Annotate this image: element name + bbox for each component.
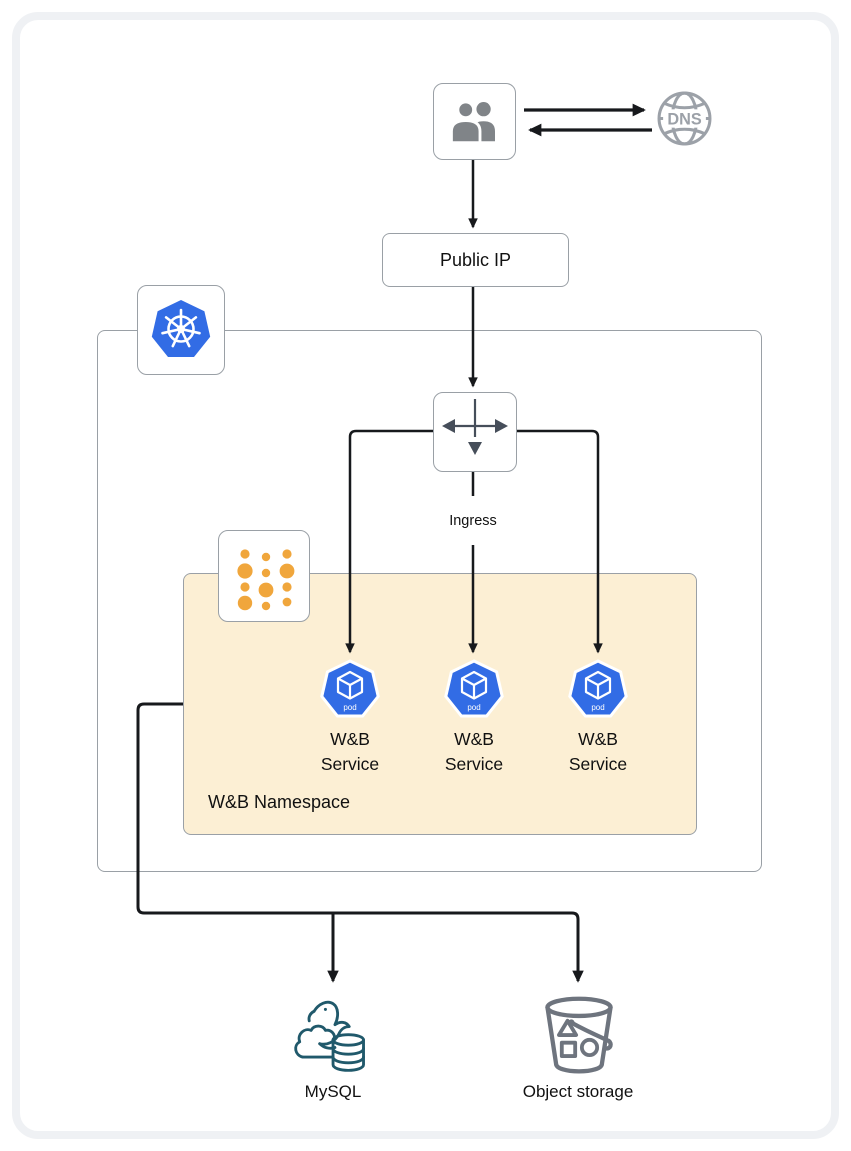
ingress-label: Ingress (449, 513, 497, 529)
dns-label: DNS (667, 111, 701, 129)
users-node (433, 83, 516, 160)
namespace-label: W&B Namespace (208, 792, 351, 812)
pod-label: W&B Service (444, 729, 504, 774)
pod-badge: pod (591, 703, 604, 712)
pod-badge: pod (343, 703, 356, 712)
kubernetes-icon (151, 300, 211, 357)
kubernetes-logo-node (137, 285, 225, 375)
ingress-node (433, 392, 517, 472)
dns-globe-icon: DNS (657, 91, 712, 146)
ingress-arrows-icon (442, 399, 508, 455)
pod-badge: pod (467, 703, 480, 712)
pod-icon: pod (568, 659, 628, 718)
mysql-label: MySQL (304, 1082, 362, 1101)
storage-bucket-icon (545, 996, 613, 1074)
pod-icon: pod (320, 659, 380, 718)
mysql-dolphin-icon (294, 1000, 365, 1072)
public-ip-node: Public IP (382, 233, 569, 287)
pod-icon: pod (444, 659, 504, 718)
pod-label: W&B Service (568, 729, 628, 774)
pod-label: W&B Service (320, 729, 380, 774)
namespace-icon-node (218, 530, 310, 622)
object-storage-label: Object storage (522, 1082, 634, 1101)
users-icon (449, 100, 495, 144)
public-ip-label: Public IP (439, 249, 512, 270)
page-frame (12, 12, 839, 1139)
namespace-dots-icon (237, 549, 295, 611)
